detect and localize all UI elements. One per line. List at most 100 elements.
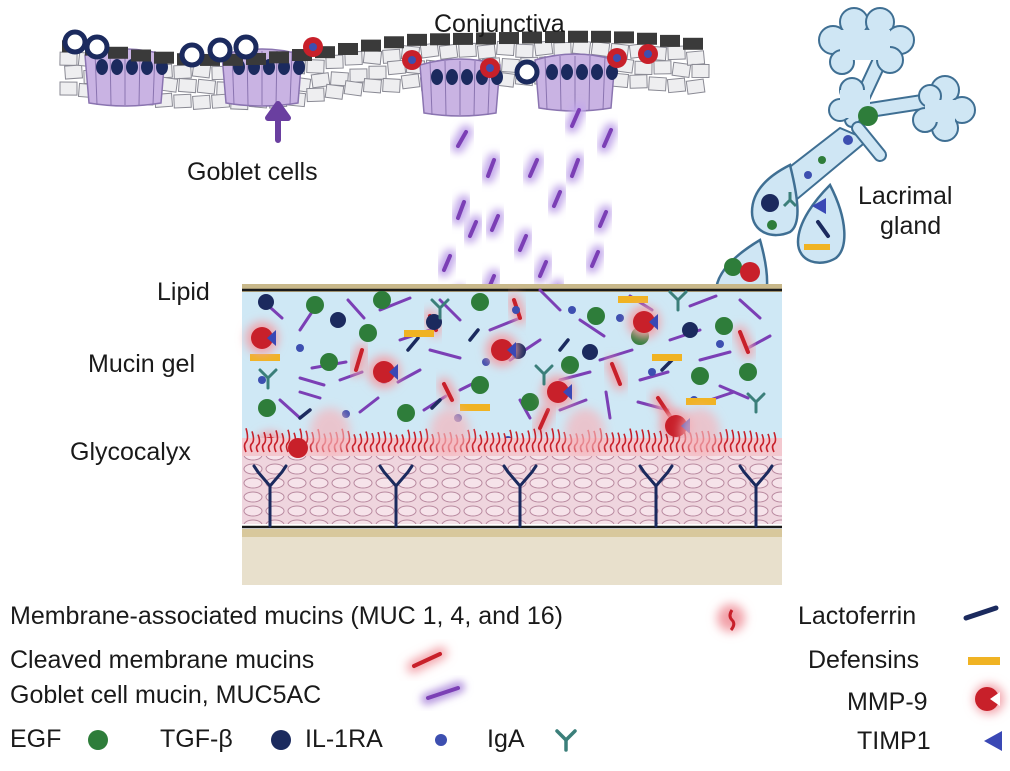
egf-swatch-icon	[88, 730, 108, 750]
muc5ac-strand	[538, 288, 562, 312]
apical-cell	[338, 42, 358, 55]
defensin-molecule	[404, 330, 434, 337]
muc5ac-strand	[486, 158, 496, 178]
apical-cell	[384, 36, 404, 49]
timp1-molecule	[563, 384, 572, 400]
il1ra-molecule	[716, 340, 724, 348]
timp1-molecule	[389, 364, 398, 380]
membrane-mucin	[285, 429, 291, 453]
squamous-cell	[173, 93, 192, 109]
goblet-cell-nucleus	[141, 59, 153, 75]
goblet-cell-nucleus	[546, 64, 558, 80]
membrane-mucin-swatch-icon	[717, 604, 745, 632]
defensin-molecule	[686, 398, 716, 405]
iga-swatch-icon	[555, 729, 577, 752]
membrane-mucin	[765, 433, 771, 453]
membrane-mucin	[471, 428, 477, 453]
goblet-mucin-swatch-icon	[421, 681, 465, 705]
legend-mmp9: MMP-9	[847, 688, 928, 716]
membrane-mucin	[495, 432, 501, 453]
squamous-cell	[458, 42, 477, 58]
apical-cell	[614, 31, 634, 44]
membrane-mucin	[741, 430, 747, 453]
squamous-cell	[382, 77, 401, 93]
il1ra-molecule	[648, 368, 656, 376]
squamous-cell	[653, 60, 672, 75]
mucin-shedding-glow	[680, 408, 720, 456]
muc5ac-strand	[552, 190, 562, 208]
membrane-mucin	[519, 433, 525, 453]
membrane-mucin	[489, 432, 495, 453]
membrane-mucin	[639, 429, 645, 453]
membrane-mucin	[411, 431, 417, 453]
muc5ac-strand	[298, 376, 326, 387]
membrane-mucin	[387, 432, 393, 453]
membrane-mucin	[669, 429, 675, 453]
egf-molecule	[691, 367, 709, 385]
goblet-cell-nucleus	[591, 64, 603, 80]
iga-molecule	[746, 392, 766, 414]
squamous-cell	[590, 40, 611, 58]
egf-molecule	[471, 376, 489, 394]
muc5ac-strand	[278, 398, 302, 420]
il1ra-molecule	[482, 358, 490, 366]
legend-timp1: TIMP1	[857, 727, 931, 755]
mucin-shedding-glow	[565, 408, 605, 456]
lactoferrin-molecule	[660, 358, 674, 372]
lactoferrin-molecule	[558, 338, 570, 352]
goblet-arrow-icon	[265, 101, 291, 143]
muc5ac-strand	[396, 368, 422, 384]
squamous-cell	[648, 76, 667, 92]
squamous-cell	[666, 77, 687, 94]
muc5ac-strand	[298, 390, 322, 400]
membrane-mucin	[549, 428, 555, 453]
mmp9-molecule	[288, 438, 308, 458]
apical-cell	[499, 32, 519, 45]
legend-cleaved-mucins: Cleaved membrane mucins	[10, 646, 315, 674]
membrane-mucin	[423, 428, 429, 453]
conjunctival-vesicle	[233, 34, 259, 60]
muc5ac-strand	[590, 250, 600, 268]
membrane-mucin	[537, 428, 543, 453]
squamous-cell	[306, 59, 325, 74]
egf-molecule	[561, 356, 579, 374]
squamous-cell	[438, 43, 459, 60]
cleaved-mucin	[442, 382, 454, 402]
tgf-molecule	[426, 314, 442, 330]
apical-cell	[568, 30, 588, 43]
legend-goblet-mucin: Goblet cell mucin, MUC5AC	[10, 681, 322, 709]
corneal-epithelium	[242, 438, 782, 585]
muc5ac-strand	[456, 130, 468, 148]
membrane-mucin	[477, 434, 483, 453]
conjunctiva-label: Conjunctiva	[434, 10, 565, 38]
membrane-mucin	[609, 432, 615, 453]
membrane-mucin	[735, 430, 741, 453]
mmp9-molecule	[491, 339, 513, 361]
lactoferrin-molecule	[298, 408, 312, 420]
egf-molecule	[373, 291, 391, 309]
squamous-cell	[64, 64, 84, 80]
muc5ac-strand	[538, 260, 548, 278]
goblet-cell-border	[429, 60, 433, 116]
goblet-cell-border	[289, 50, 293, 106]
goblet-cell-border	[602, 55, 606, 111]
mmp9-molecule	[251, 327, 273, 349]
muc5ac-strand	[298, 310, 314, 332]
legend-membrane-mucins: Membrane-associated mucins (MUC 1, 4, an…	[10, 602, 564, 630]
membrane-mucin	[381, 431, 387, 453]
squamous-cell	[685, 78, 706, 95]
squamous-cell	[324, 83, 345, 100]
squamous-cell	[476, 43, 497, 60]
conjunctival-vesicle	[84, 34, 110, 60]
membrane-mucin	[369, 432, 375, 453]
il1ra-swatch-icon	[435, 734, 447, 746]
goblet-cell-border	[588, 55, 591, 111]
egf-molecule	[320, 353, 338, 371]
membrane-mucin	[651, 432, 657, 453]
apical-cell	[246, 52, 266, 65]
membrane-mucin	[747, 430, 753, 453]
apical-cell	[131, 49, 151, 62]
squamous-cell	[362, 78, 383, 94]
tgf-molecule	[682, 322, 698, 338]
goblet-cell-border	[444, 60, 447, 116]
